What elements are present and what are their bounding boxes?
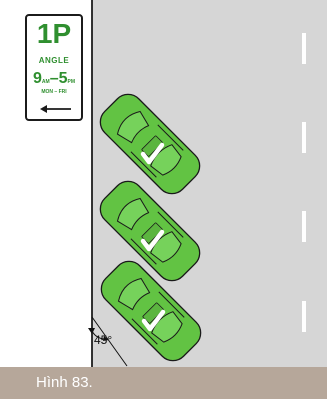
- caption: Hình 83.: [36, 375, 93, 391]
- sign-main-text: 1P: [27, 20, 81, 48]
- sign-time-range: 9AM–5PM: [27, 72, 81, 89]
- sign-days: MON – FRI: [27, 89, 81, 95]
- sign-subtitle: ANGLE: [27, 56, 81, 65]
- lane-dash: [302, 33, 306, 64]
- parking-sign: 1P ANGLE 9AM–5PM MON – FRI: [25, 14, 83, 121]
- caption-bar: Hình 83.: [0, 367, 327, 399]
- sign-time-dash: –: [50, 70, 59, 87]
- lane-dash: [302, 122, 306, 153]
- angle-label: 45°: [94, 333, 112, 347]
- lane-dash: [302, 301, 306, 332]
- sign-time-end: 5: [59, 70, 68, 87]
- sign-time-start: 9: [33, 70, 42, 87]
- sign-time-start-suffix: AM: [42, 79, 50, 85]
- lane-dash: [302, 211, 306, 242]
- left-arrow-icon: [39, 104, 73, 114]
- sign-time-end-suffix: PM: [68, 79, 76, 85]
